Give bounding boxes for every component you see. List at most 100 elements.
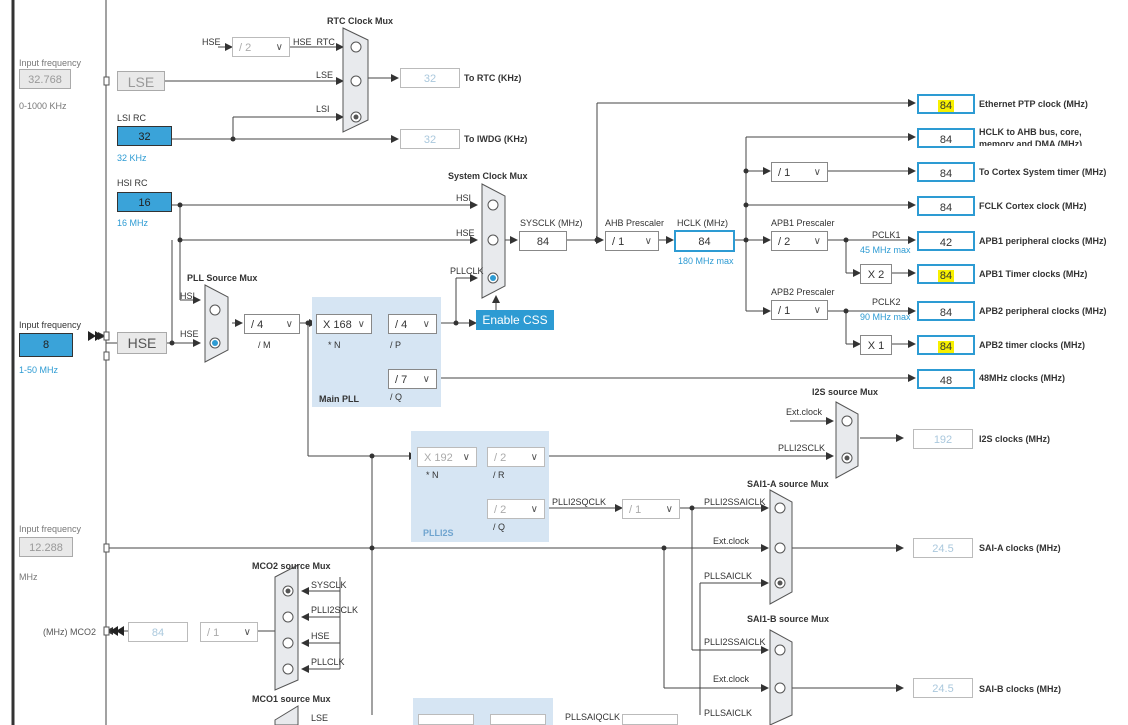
- mco2-plli2s: PLLI2SCLK: [311, 605, 359, 615]
- mco2-hse: HSE: [311, 631, 330, 641]
- apb1-timer-mult: X 2: [860, 264, 892, 284]
- hclk-label: HCLK (MHz): [677, 218, 728, 228]
- hse-input-field[interactable]: 8: [19, 333, 73, 357]
- iwdg-output-label: To IWDG (KHz): [464, 134, 528, 144]
- system-mux-hsi: HSI: [456, 193, 472, 203]
- ahb-prescaler-select[interactable]: / 1∨: [605, 231, 659, 251]
- system-mux-hse: HSE: [456, 228, 475, 238]
- pclk1-label: PCLK1: [872, 230, 901, 240]
- output-cortex-timer[interactable]: 84: [917, 162, 975, 182]
- pll-n-select[interactable]: X 168∨: [316, 314, 372, 334]
- chevron-down-icon: ∨: [357, 319, 365, 330]
- hse-input-label: Input frequency: [19, 320, 82, 330]
- pll-p-select[interactable]: / 4∨: [388, 314, 437, 334]
- sai-b-mux-shape: [769, 629, 793, 725]
- plli2s-title: PLLI2S: [423, 528, 454, 538]
- sai-b-pllsai: PLLSAICLK: [704, 708, 753, 718]
- pll-p-label: / P: [390, 340, 402, 350]
- i2s-mux-plli2s: PLLI2SCLK: [778, 443, 826, 453]
- output-ethernet-ptp-label: Ethernet PTP clock (MHz): [979, 99, 1088, 109]
- hclk-max: 180 MHz max: [678, 256, 734, 266]
- pll-m-select[interactable]: / 4∨: [244, 314, 300, 334]
- sysclk-label: SYSCLK (MHz): [520, 218, 583, 228]
- chevron-down-icon: ∨: [530, 452, 538, 463]
- pllsaiq-divider[interactable]: [622, 714, 678, 725]
- ext-input-unit: MHz: [19, 572, 38, 582]
- lse-range: 0-1000 KHz: [19, 101, 67, 111]
- rtc-hse-divider[interactable]: / 2∨: [232, 37, 290, 57]
- pll-mux-hse: HSE: [180, 329, 199, 339]
- apb1-prescaler-select[interactable]: / 2∨: [771, 231, 828, 251]
- sai-a-plli2s: PLLI2SSAICLK: [704, 497, 766, 507]
- hsi-freq: 16 MHz: [117, 218, 149, 228]
- hsi-value: 16: [117, 192, 172, 212]
- plli2s-n-select[interactable]: X 192∨: [417, 447, 477, 467]
- plli2s-r-select[interactable]: / 2∨: [487, 447, 545, 467]
- lse-input-field[interactable]: 32.768: [19, 69, 71, 89]
- pll-mux-hsi: HSI: [180, 291, 196, 301]
- sai-b-output-label: SAI-B clocks (MHz): [979, 684, 1062, 694]
- i2s-output-value: 192: [913, 429, 973, 449]
- sai-a-ext: Ext.clock: [713, 536, 750, 546]
- output-hclk-ahb[interactable]: 84: [917, 128, 975, 148]
- output-fclk-label: FCLK Cortex clock (MHz): [979, 201, 1087, 211]
- sai-b-plli2s: PLLI2SSAICLK: [704, 637, 766, 647]
- mco1-mux-shape: [274, 705, 299, 725]
- pllsaiq-clk-label: PLLSAIQCLK: [565, 712, 621, 722]
- apb2-prescaler-label: APB2 Prescaler: [771, 287, 835, 297]
- sysclk-value: 84: [519, 231, 567, 251]
- pllsai-n-select[interactable]: [418, 714, 474, 725]
- chevron-down-icon: ∨: [462, 452, 470, 463]
- mco1-lse: LSE: [311, 713, 329, 721]
- rtc-hse-label: HSE: [202, 37, 221, 47]
- hse-block: HSE: [117, 332, 167, 354]
- rtc-hse-rtc-label: HSE_RTC: [293, 37, 335, 47]
- sai-a-mux-title: SAI1-A source Mux: [747, 479, 829, 489]
- rtc-mux-title: RTC Clock Mux: [327, 16, 394, 26]
- pll-mux-shape: [204, 284, 229, 363]
- chevron-down-icon: ∨: [530, 504, 538, 515]
- hse-range: 1-50 MHz: [19, 365, 59, 375]
- mco2-mux-shape: [274, 564, 299, 691]
- rtc-lsi-label: LSI: [316, 104, 330, 114]
- pll-q-label: / Q: [390, 392, 403, 402]
- chevron-down-icon: ∨: [644, 236, 652, 247]
- output-apb2-peripheral[interactable]: 84: [917, 301, 975, 321]
- pll-mux-title: PLL Source Mux: [187, 273, 258, 283]
- plli2s-r-label: / R: [493, 470, 505, 480]
- i2s-output-label: I2S clocks (MHz): [979, 434, 1051, 444]
- plli2s-q-label: / Q: [493, 522, 506, 532]
- sai-a-pllsai: PLLSAICLK: [704, 571, 753, 581]
- output-48mhz[interactable]: 48: [917, 369, 975, 389]
- chevron-down-icon: ∨: [813, 305, 821, 316]
- pllsai-q-select[interactable]: [490, 714, 546, 725]
- output-apb1-peripheral[interactable]: 42: [917, 231, 975, 251]
- output-ethernet-ptp[interactable]: 84: [917, 94, 975, 114]
- enable-css-button[interactable]: Enable CSS: [476, 310, 554, 330]
- mco2-label: (MHz) MCO2: [43, 627, 96, 637]
- apb2-max: 90 MHz max: [860, 312, 911, 322]
- lsi-value: 32: [117, 126, 172, 146]
- output-apb2-timer[interactable]: 84: [917, 335, 975, 355]
- plli2sq-divider[interactable]: / 1∨: [622, 499, 680, 519]
- output-hclk-ahb-label: HCLK to AHB bus, core,: [979, 127, 1082, 137]
- plli2s-q-select[interactable]: / 2∨: [487, 499, 545, 519]
- output-apb1-timer[interactable]: 84: [917, 264, 975, 284]
- chevron-down-icon: ∨: [422, 374, 430, 385]
- chevron-down-icon: ∨: [813, 167, 821, 178]
- mco1-mux-title: MCO1 source Mux: [252, 694, 331, 704]
- ext-input-field[interactable]: 12.288: [19, 537, 73, 557]
- hclk-input[interactable]: 84: [674, 230, 735, 252]
- i2s-mux-ext: Ext.clock: [786, 407, 823, 417]
- apb2-prescaler-select[interactable]: / 1∨: [771, 300, 828, 320]
- apb1-prescaler-label: APB1 Prescaler: [771, 218, 835, 228]
- cortex-timer-divider[interactable]: / 1∨: [771, 162, 828, 182]
- rtc-lse-label: LSE: [316, 70, 334, 80]
- sai-b-mux-title: SAI1-B source Mux: [747, 614, 830, 624]
- output-apb1-timer-label: APB1 Timer clocks (MHz): [979, 269, 1088, 279]
- main-pll-title: Main PLL: [319, 394, 359, 404]
- output-apb2-peripheral-label: APB2 peripheral clocks (MHz): [979, 306, 1107, 316]
- pll-q-select[interactable]: / 7∨: [388, 369, 437, 389]
- output-fclk[interactable]: 84: [917, 196, 975, 216]
- mco2-divider[interactable]: / 1∨: [200, 622, 258, 642]
